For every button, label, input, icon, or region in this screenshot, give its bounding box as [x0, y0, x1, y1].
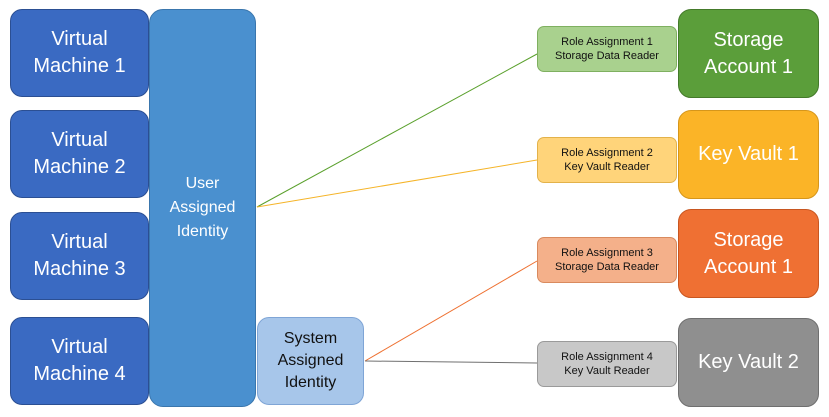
connector-uai-role-assignment-2 — [256, 159, 538, 208]
key-vault-2[interactable]: Key Vault 2 — [678, 318, 819, 407]
connector-sai-role-assignment-4 — [364, 360, 538, 364]
role-assignment-2[interactable]: Role Assignment 2 Key Vault Reader — [537, 137, 677, 183]
connector-sai-role-assignment-3 — [364, 260, 538, 362]
role-assignment-3[interactable]: Role Assignment 3 Storage Data Reader — [537, 237, 677, 283]
key-vault-1[interactable]: Key Vault 1 — [678, 110, 819, 199]
virtual-machine-4[interactable]: Virtual Machine 4 — [10, 317, 149, 405]
system-assigned-identity[interactable]: System Assigned Identity — [257, 317, 364, 405]
user-assigned-identity[interactable]: User Assigned Identity — [149, 9, 256, 407]
storage-account-1-green[interactable]: Storage Account 1 — [678, 9, 819, 98]
connector-uai-role-assignment-1 — [256, 53, 538, 208]
role-assignment-1[interactable]: Role Assignment 1 Storage Data Reader — [537, 26, 677, 72]
virtual-machine-3[interactable]: Virtual Machine 3 — [10, 212, 149, 300]
role-assignment-4[interactable]: Role Assignment 4 Key Vault Reader — [537, 341, 677, 387]
storage-account-1-orange[interactable]: Storage Account 1 — [678, 209, 819, 298]
virtual-machine-1[interactable]: Virtual Machine 1 — [10, 9, 149, 97]
virtual-machine-2[interactable]: Virtual Machine 2 — [10, 110, 149, 198]
